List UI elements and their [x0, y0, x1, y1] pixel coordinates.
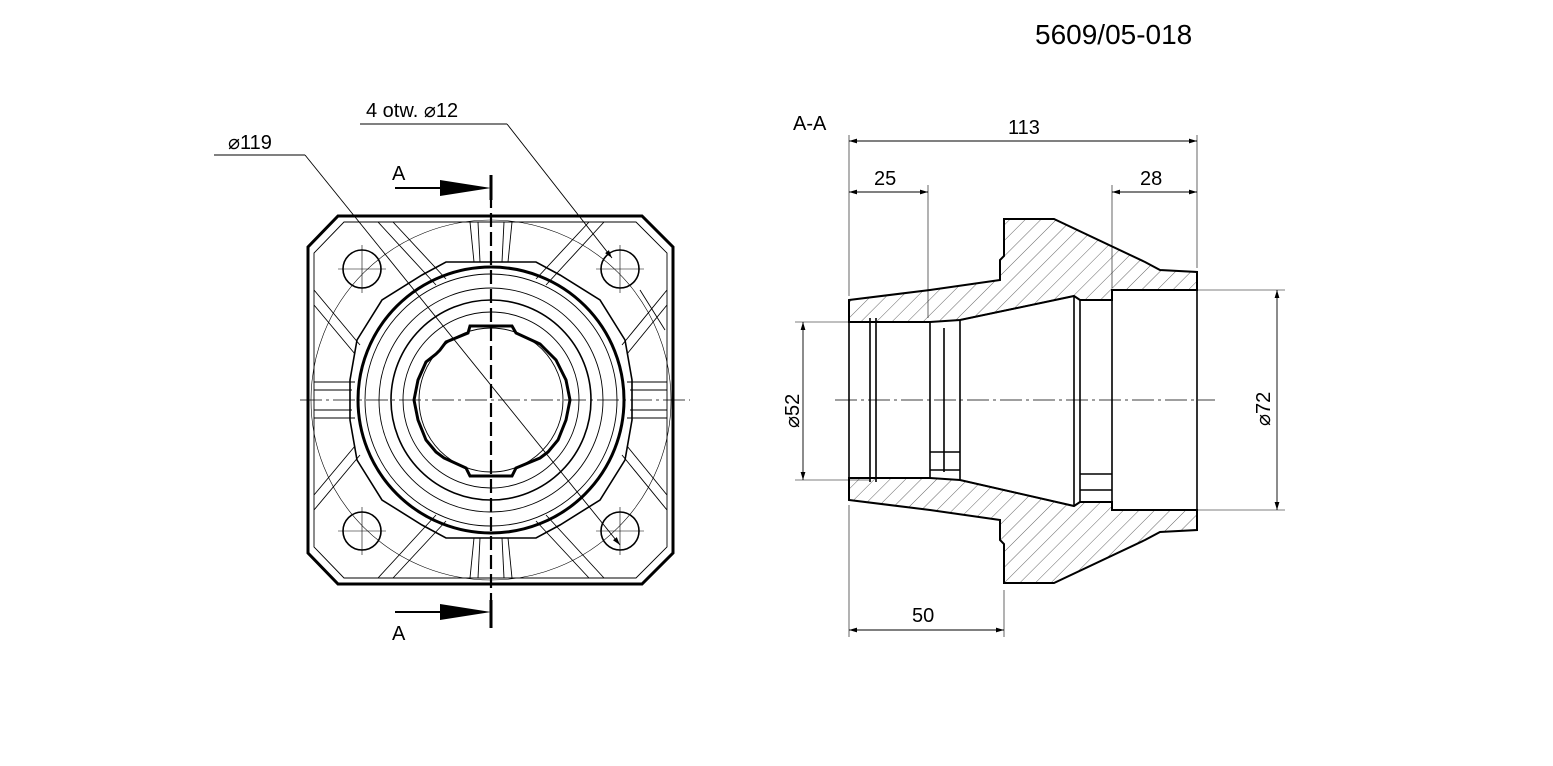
section-view: A-A 113: [782, 113, 1285, 637]
hub-boss: [349, 261, 633, 539]
dimension-right-recess: 28: [1140, 168, 1162, 190]
drawing-number: 5609/05-018: [1035, 19, 1192, 50]
section-title: A-A: [793, 113, 827, 135]
dimension-overall-length: 113: [1008, 117, 1040, 139]
section-marker-top: A: [392, 163, 406, 185]
flange-outline: [306, 214, 675, 586]
section-marker-bottom: A: [392, 623, 406, 645]
dimension-flange-offset: 50: [912, 605, 934, 627]
dimension-left-recess: 25: [874, 168, 896, 190]
dimension-right-bore: ⌀72: [1253, 392, 1275, 426]
bolt-circle-dimension: ⌀119: [228, 132, 272, 154]
front-view: ⌀119 4 otw. ⌀12 A A: [214, 100, 690, 645]
bolt-holes: [338, 245, 644, 555]
dimension-left-bore: ⌀52: [782, 394, 804, 428]
splined-bore: [412, 324, 572, 478]
ribs: [313, 221, 668, 579]
holes-dimension: 4 otw. ⌀12: [366, 100, 458, 122]
